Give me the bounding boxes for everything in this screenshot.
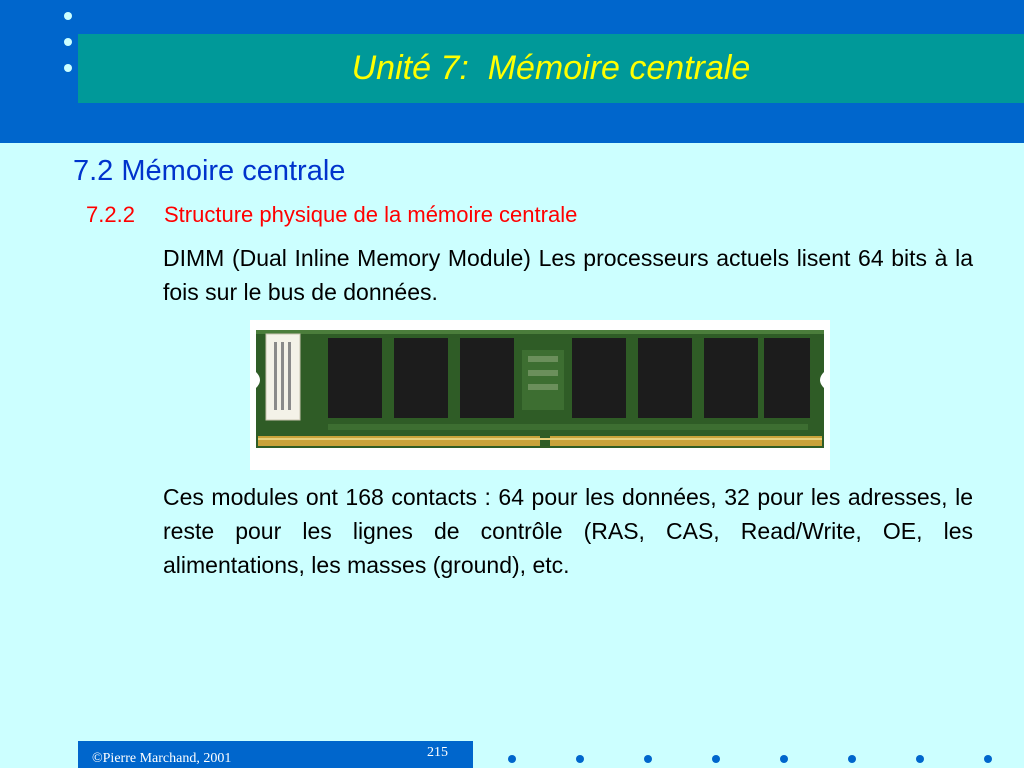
footer-dot-5 (780, 755, 788, 763)
footer-dot-2 (576, 755, 584, 763)
footer-page-number: 215 (427, 745, 448, 760)
dimm-label-print-1 (274, 342, 277, 410)
dimm-chip-4 (572, 338, 626, 418)
dimm-center-trace-3 (528, 384, 558, 390)
footer-copyright: ©Pierre Marchand, 2001 (92, 751, 232, 766)
dimm-center-trace-2 (528, 370, 558, 376)
subsection-heading: 7.2.2 Structure physique de la mémoire ce… (86, 202, 577, 228)
header-dot-1 (64, 12, 72, 20)
dimm-contacts-left (258, 436, 540, 446)
title-bar: Unité 7: Mémoire centrale (78, 34, 1024, 103)
footer-dot-6 (848, 755, 856, 763)
dimm-chip-7 (764, 338, 810, 418)
section-heading: 7.2 Mémoire centrale (73, 155, 346, 187)
dimm-contacts-right (550, 436, 822, 446)
footer-dot-4 (712, 755, 720, 763)
dimm-memory-module-photo (250, 320, 830, 470)
footer-dot-3 (644, 755, 652, 763)
subsection-title: Structure physique de la mémoire central… (164, 202, 578, 227)
header-dot-3 (64, 64, 72, 72)
footer-dot-1 (508, 755, 516, 763)
dimm-chip-6 (704, 338, 758, 418)
dimm-chip-3 (460, 338, 514, 418)
dimm-chip-1 (328, 338, 382, 418)
paragraph-dimm-intro: DIMM (Dual Inline Memory Module) Les pro… (163, 245, 973, 305)
dimm-contacts-highlight (258, 438, 822, 440)
dimm-chip-5 (638, 338, 692, 418)
dimm-chip-2 (394, 338, 448, 418)
dimm-component-row (328, 424, 808, 430)
subsection-number: 7.2.2 (86, 202, 135, 227)
footer-dot-8 (984, 755, 992, 763)
footer-bar (78, 741, 473, 768)
dimm-label-print-2 (281, 342, 284, 410)
dimm-illustration (256, 330, 824, 448)
dimm-center-trace-1 (528, 356, 558, 362)
footer-dot-7 (916, 755, 924, 763)
slide-title: Unité 7: Mémoire centrale (351, 49, 751, 87)
dimm-label-print-3 (288, 342, 291, 410)
paragraph-module-contacts: Ces modules ont 168 contacts : 64 pour l… (163, 484, 973, 578)
header-dot-2 (64, 38, 72, 46)
dimm-pcb-edge (256, 330, 824, 334)
